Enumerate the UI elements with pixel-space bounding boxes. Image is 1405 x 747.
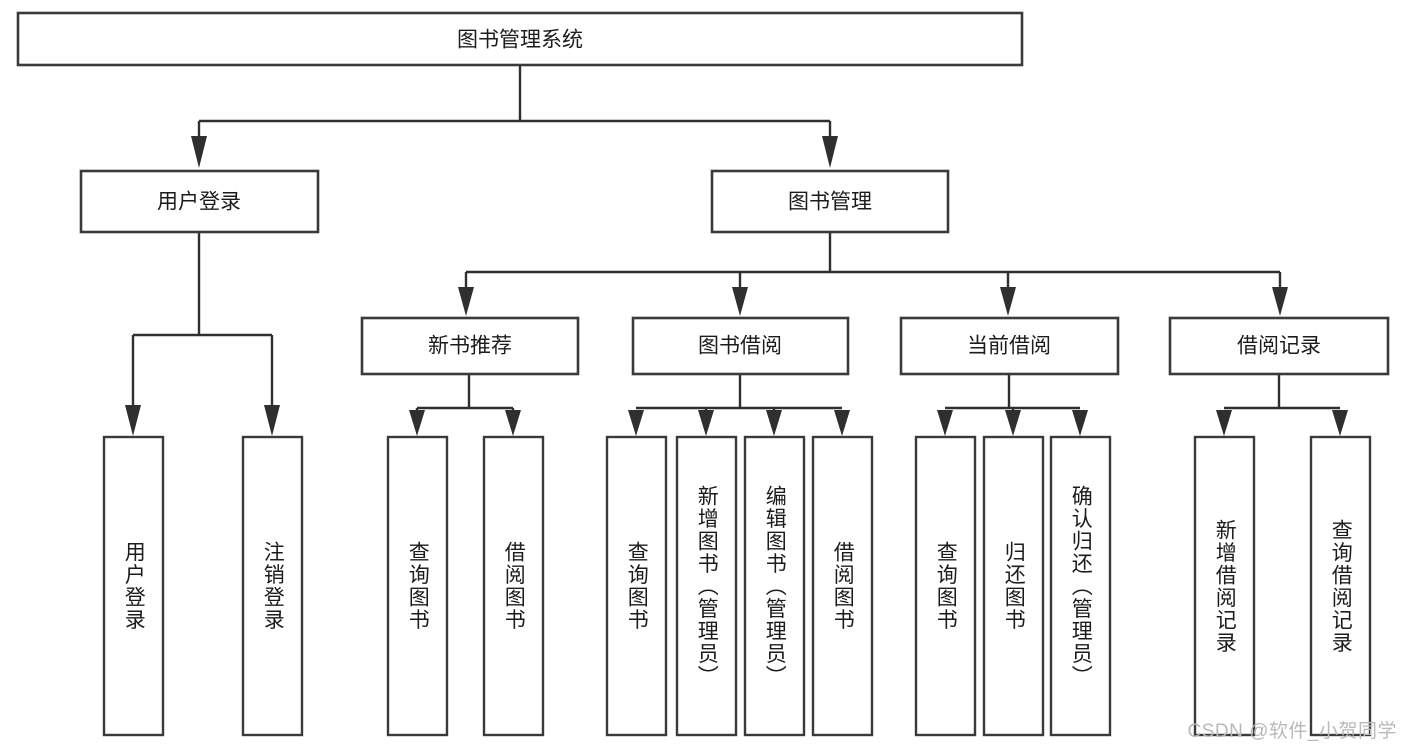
leaf-user-login-2[interactable]: 注销登录 bbox=[241, 435, 304, 737]
arrow-newbook-l2 bbox=[505, 410, 521, 436]
leaf-current-borrow-2-label: 归还图书 bbox=[1002, 541, 1026, 631]
leaf-current-borrow-1-label: 查询图书 bbox=[934, 541, 958, 631]
leaf-book-borrow-3[interactable]: 编辑图书（管理员） bbox=[743, 435, 806, 737]
arrow-book-c3 bbox=[1000, 287, 1016, 316]
node-book-manage-label: 图书管理 bbox=[788, 191, 872, 214]
node-book-borrow-label: 图书借阅 bbox=[698, 335, 782, 358]
node-book-borrow-box[interactable] bbox=[631, 316, 850, 376]
leaf-new-book-2-box[interactable] bbox=[482, 435, 545, 737]
leaf-borrow-record-2-label: 查询借阅记录 bbox=[1329, 518, 1353, 654]
leaf-borrow-record-2[interactable]: 查询借阅记录 bbox=[1309, 435, 1372, 737]
leaf-current-borrow-3-label: 确认归还（管理员） bbox=[1069, 484, 1093, 688]
node-current-borrow-label: 当前借阅 bbox=[967, 335, 1051, 358]
leaf-new-book-2-label: 借阅图书 bbox=[502, 541, 526, 631]
arrow-book-c2 bbox=[732, 287, 748, 316]
node-current-borrow[interactable]: 当前借阅 bbox=[899, 316, 1120, 376]
arrow-borrow-l4 bbox=[834, 410, 850, 436]
leaf-current-borrow-3[interactable]: 确认归还（管理员） bbox=[1049, 435, 1112, 737]
node-book-manage-box[interactable] bbox=[710, 169, 950, 234]
leaf-book-borrow-3-label: 编辑图书（管理员） bbox=[763, 484, 787, 688]
arrow-borrow-l3 bbox=[766, 410, 782, 436]
node-new-book-recommend[interactable]: 新书推荐 bbox=[360, 316, 580, 376]
leaf-user-login-1-label: 用户登录 bbox=[122, 541, 146, 631]
leaf-book-borrow-2[interactable]: 新增图书（管理员） bbox=[675, 435, 738, 737]
node-new-book-recommend-box[interactable] bbox=[360, 316, 580, 376]
node-new-book-recommend-label: 新书推荐 bbox=[428, 335, 512, 358]
connector-layer bbox=[125, 65, 1348, 436]
leaf-new-book-1[interactable]: 查询图书 bbox=[386, 435, 449, 737]
node-user-login-label: 用户登录 bbox=[157, 191, 241, 214]
leaf-current-borrow-1-box[interactable] bbox=[914, 435, 977, 737]
leaf-current-borrow-2[interactable]: 归还图书 bbox=[982, 435, 1045, 737]
node-book-borrow[interactable]: 图书借阅 bbox=[631, 316, 850, 376]
leaf-book-borrow-1-box[interactable] bbox=[605, 435, 668, 737]
leaf-book-borrow-4[interactable]: 借阅图书 bbox=[811, 435, 874, 737]
arrow-user-leaf2 bbox=[264, 405, 280, 436]
arrow-record-l2 bbox=[1332, 410, 1348, 436]
leaf-new-book-1-label: 查询图书 bbox=[406, 541, 430, 631]
leaf-book-borrow-1-label: 查询图书 bbox=[625, 541, 649, 631]
leaf-current-borrow-1[interactable]: 查询图书 bbox=[914, 435, 977, 737]
node-user-login[interactable]: 用户登录 bbox=[79, 169, 320, 234]
leaf-user-login-1-box[interactable] bbox=[102, 435, 165, 737]
arrow-book-c4 bbox=[1272, 287, 1288, 316]
leaf-user-login-2-box[interactable] bbox=[241, 435, 304, 737]
arrow-record-l1 bbox=[1216, 410, 1232, 436]
leaf-book-borrow-4-box[interactable] bbox=[811, 435, 874, 737]
arrow-newbook-l1 bbox=[409, 410, 425, 436]
arrow-root-to-book bbox=[822, 136, 838, 168]
arrow-current-l1 bbox=[937, 410, 953, 436]
leaf-book-borrow-1[interactable]: 查询图书 bbox=[605, 435, 668, 737]
arrow-current-l2 bbox=[1005, 410, 1021, 436]
node-borrow-record[interactable]: 借阅记录 bbox=[1168, 316, 1390, 376]
arrow-borrow-l2 bbox=[698, 410, 714, 436]
leaf-book-borrow-3-box[interactable] bbox=[743, 435, 806, 737]
node-root[interactable]: 图书管理系统 bbox=[16, 11, 1024, 67]
leaf-current-borrow-2-box[interactable] bbox=[982, 435, 1045, 737]
arrow-book-c1 bbox=[458, 287, 474, 316]
leaf-new-book-1-box[interactable] bbox=[386, 435, 449, 737]
node-borrow-record-label: 借阅记录 bbox=[1237, 335, 1321, 358]
leaf-borrow-record-1[interactable]: 新增借阅记录 bbox=[1193, 435, 1256, 737]
node-root-label: 图书管理系统 bbox=[457, 29, 583, 52]
node-root-box[interactable] bbox=[16, 11, 1024, 67]
leaf-borrow-record-2-box[interactable] bbox=[1309, 435, 1372, 737]
node-book-manage[interactable]: 图书管理 bbox=[710, 169, 950, 234]
node-borrow-record-box[interactable] bbox=[1168, 316, 1390, 376]
leaf-current-borrow-3-box[interactable] bbox=[1049, 435, 1112, 737]
leaf-book-borrow-2-label: 新增图书（管理员） bbox=[695, 484, 719, 688]
node-user-login-box[interactable] bbox=[79, 169, 320, 234]
leaf-book-borrow-4-label: 借阅图书 bbox=[831, 541, 855, 631]
leaf-user-login-2-label: 注销登录 bbox=[261, 541, 285, 631]
leaf-borrow-record-1-box[interactable] bbox=[1193, 435, 1256, 737]
leaf-borrow-record-1-label: 新增借阅记录 bbox=[1213, 518, 1237, 654]
arrow-borrow-l1 bbox=[628, 410, 644, 436]
node-current-borrow-box[interactable] bbox=[899, 316, 1120, 376]
leaf-book-borrow-2-box[interactable] bbox=[675, 435, 738, 737]
arrow-root-to-user bbox=[191, 136, 207, 168]
arrow-current-l3 bbox=[1072, 410, 1088, 436]
leaf-new-book-2[interactable]: 借阅图书 bbox=[482, 435, 545, 737]
arrow-user-leaf1 bbox=[125, 405, 141, 436]
leaf-user-login-1[interactable]: 用户登录 bbox=[102, 435, 165, 737]
